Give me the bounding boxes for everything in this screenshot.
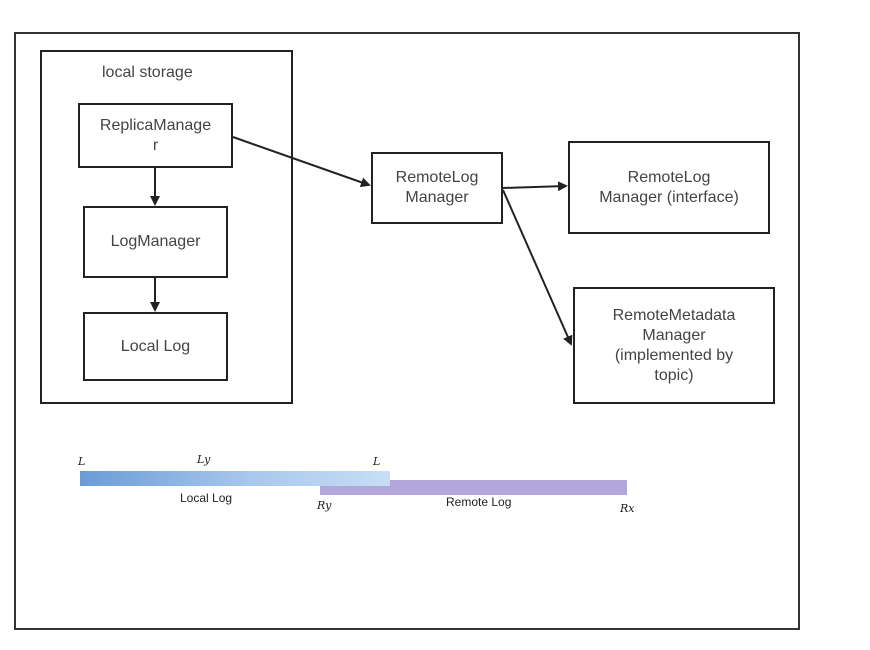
rmm-line4: topic) bbox=[654, 366, 694, 384]
remote-log-manager-interface-node: RemoteLog Manager (interface) bbox=[568, 141, 770, 234]
replica-manager-line2: r bbox=[152, 136, 159, 154]
remote-log-bar bbox=[320, 480, 627, 495]
rmm-line2: Manager bbox=[642, 326, 706, 344]
local-log-bar-label: Local Log bbox=[180, 491, 233, 505]
rlm-interface-line2: Manager (interface) bbox=[599, 188, 739, 206]
marker-ly: Ly bbox=[197, 453, 211, 466]
rlm-interface-line1: RemoteLog bbox=[627, 168, 711, 186]
local-storage-container bbox=[40, 50, 293, 404]
remote-log-bar-label: Remote Log bbox=[446, 495, 512, 509]
marker-lx: L bbox=[373, 455, 381, 468]
local-log-bar bbox=[80, 471, 390, 486]
marker-ry: Ry bbox=[317, 499, 332, 512]
log-manager-label: LogManager bbox=[110, 233, 201, 250]
remote-log-manager-line2: Manager bbox=[405, 189, 469, 206]
marker-rx: Rx bbox=[620, 502, 635, 515]
rmm-line1: RemoteMetadata bbox=[612, 306, 736, 324]
local-log-label: Local Log bbox=[120, 337, 191, 355]
log-manager-node: LogManager bbox=[83, 206, 228, 278]
replica-manager-node: ReplicaManage r bbox=[78, 103, 233, 168]
replica-manager-line1: ReplicaManage bbox=[99, 116, 212, 134]
remote-log-manager-line1: RemoteLog bbox=[395, 169, 479, 186]
local-storage-label: local storage bbox=[102, 64, 193, 81]
marker-lz: L bbox=[78, 455, 86, 468]
rmm-line3: (implemented by bbox=[614, 346, 734, 364]
local-log-node: Local Log bbox=[83, 312, 228, 381]
remote-metadata-manager-node: RemoteMetadata Manager (implemented by t… bbox=[573, 287, 775, 404]
remote-log-manager-node: RemoteLog Manager bbox=[371, 152, 503, 224]
outer-frame bbox=[14, 32, 800, 630]
